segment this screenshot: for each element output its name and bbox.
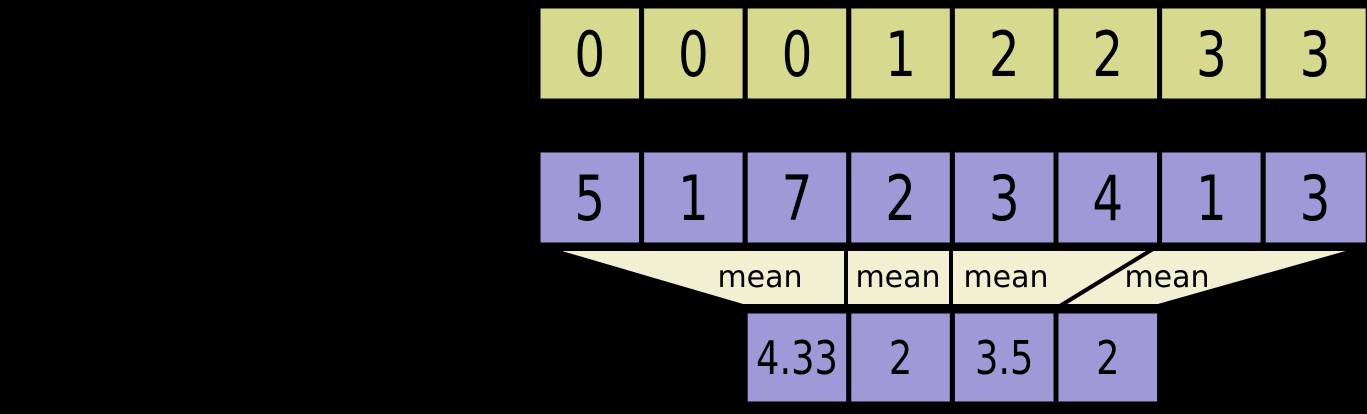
mean-label: mean [963,260,1048,295]
data-cell-3 [846,147,955,248]
segment-id-cell-4 [949,3,1059,104]
mean-funnels: mean mean mean mean [547,247,1361,308]
result-value: 3.5 [975,331,1034,385]
segment-id-value: 0 [574,19,605,91]
mean-label: mean [717,260,802,295]
data-value: 1 [1196,163,1227,235]
segment-id-cell-7 [1260,3,1367,104]
segment-id-cell-1 [639,3,748,104]
segment-id-value: 2 [1092,19,1123,91]
data-value: 1 [678,163,709,235]
data-cell-4 [949,147,1059,248]
data-cell-2 [742,147,852,248]
data-value: 7 [782,163,813,235]
segment-id-value: 1 [885,19,916,91]
segment-id-value: 0 [782,19,813,91]
segment-id-value: 0 [678,19,709,91]
result-row: 4.33 2 3.5 2 [742,308,1163,407]
segment-id-cell-0 [535,3,645,104]
segment-id-cell-6 [1157,3,1266,104]
segment-id-value: 3 [1300,19,1331,91]
result-value: 2 [1096,331,1119,385]
data-row: 5 1 7 2 3 4 1 3 [535,147,1367,248]
mean-label: mean [855,260,940,295]
data-value: 4 [1092,163,1123,235]
mean-funnel-3 [1052,247,1361,308]
mean-label: mean [1124,260,1209,295]
segment-ids-row: 0 0 0 1 2 2 3 3 [535,3,1367,104]
segment-id-cell-2 [742,3,852,104]
data-value: 3 [1300,163,1331,235]
data-cell-7 [1260,147,1367,248]
data-value: 5 [574,163,605,235]
data-cell-5 [1053,147,1163,248]
data-value: 3 [989,163,1020,235]
segment-id-value: 3 [1196,19,1227,91]
result-cell-1 [846,308,955,407]
data-value: 2 [885,163,916,235]
result-value: 2 [889,331,912,385]
result-cell-3 [1053,308,1163,407]
segment-id-value: 2 [989,19,1020,91]
result-value: 4.33 [756,331,838,385]
